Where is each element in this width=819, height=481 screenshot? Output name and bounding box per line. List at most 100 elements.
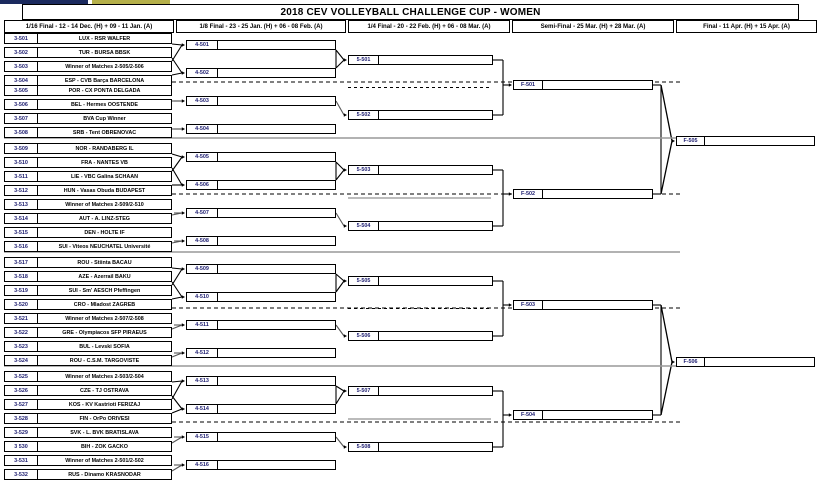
match-box-4-511[interactable]: 4-511	[186, 320, 336, 330]
match-box-4-508[interactable]: 4-508	[186, 236, 336, 246]
match-box-4-514[interactable]: 4-514	[186, 404, 336, 414]
match-code: F-503	[514, 301, 543, 309]
team-name	[218, 69, 335, 77]
match-box-5-508[interactable]: 5-508	[348, 442, 493, 452]
match-code: 4-503	[187, 97, 218, 105]
match-box-4-506[interactable]: 4-506	[186, 180, 336, 190]
match-box-F-501[interactable]: F-501	[513, 80, 653, 90]
team-name	[543, 301, 652, 309]
team-name: RUS - Dinamo KRASNODAR	[68, 471, 141, 478]
match-code: 4-510	[187, 293, 218, 301]
team-name	[218, 209, 335, 217]
team-name	[705, 137, 814, 145]
match-code: 3-523	[5, 342, 38, 351]
match-code: 4-505	[187, 153, 218, 161]
team-name: FRA - NANTES VB	[81, 159, 128, 166]
team-name: LUX - RSR WALFER	[78, 35, 131, 42]
match-box-4-515[interactable]: 4-515	[186, 432, 336, 442]
team-name: Winner of Matches 2-501/2-502	[65, 457, 144, 464]
match-code: 3-512	[5, 186, 38, 195]
match-box-5-505[interactable]: 5-505	[348, 276, 493, 286]
match-code: F-501	[514, 81, 543, 89]
match-box-5-504[interactable]: 5-504	[348, 221, 493, 231]
round-header-5: Final - 11 Apr. (H) + 15 Apr. (A)	[676, 20, 817, 33]
match-code: 5-504	[349, 222, 379, 230]
match-box-F-503[interactable]: F-503	[513, 300, 653, 310]
match-box-5-503[interactable]: 5-503	[348, 165, 493, 175]
match-code: 3-520	[5, 300, 38, 309]
match-code: F-502	[514, 190, 543, 198]
match-box-3-532[interactable]: 3-532 RUS - Dinamo KRASNODAR	[4, 469, 172, 480]
match-code: 3-513	[5, 200, 38, 209]
team-name: KOS - KV Kastrioti FERIZAJ	[68, 401, 141, 408]
match-code: 4-502	[187, 69, 218, 77]
match-box-5-502[interactable]: 5-502	[348, 110, 493, 120]
team-name	[379, 277, 492, 285]
team-name: Winner of Matches 2-503/2-504	[65, 373, 144, 380]
match-box-4-512[interactable]: 4-512	[186, 348, 336, 358]
match-code: 4-516	[187, 461, 218, 469]
team-name	[379, 332, 492, 340]
match-box-F-502[interactable]: F-502	[513, 189, 653, 199]
team-name	[218, 265, 335, 273]
match-box-F-506[interactable]: F-506	[676, 357, 815, 367]
match-box-F-505[interactable]: F-505	[676, 136, 815, 146]
match-box-5-501[interactable]: 5-501	[348, 55, 493, 65]
team-name	[379, 387, 492, 395]
match-code: 4-501	[187, 41, 218, 49]
round-header-label: 1/16 Final - 12 - 14 Dec. (H) + 09 - 11 …	[25, 23, 153, 30]
match-box-4-510[interactable]: 4-510	[186, 292, 336, 302]
match-box-4-507[interactable]: 4-507	[186, 208, 336, 218]
match-box-4-513[interactable]: 4-513	[186, 376, 336, 386]
match-box-4-516[interactable]: 4-516	[186, 460, 336, 470]
team-name: BEL - Hermes OOSTENDE	[70, 101, 138, 108]
match-code: 3-521	[5, 314, 38, 323]
match-box-5-506[interactable]: 5-506	[348, 331, 493, 341]
match-code: 4-514	[187, 405, 218, 413]
match-box-4-502[interactable]: 4-502	[186, 68, 336, 78]
match-box-4-509[interactable]: 4-509	[186, 264, 336, 274]
match-box-F-504[interactable]: F-504	[513, 410, 653, 420]
match-code: 4-504	[187, 125, 218, 133]
match-box-4-505[interactable]: 4-505	[186, 152, 336, 162]
match-box-4-504[interactable]: 4-504	[186, 124, 336, 134]
match-code: 5-505	[349, 277, 379, 285]
match-code: 3-532	[5, 470, 38, 479]
match-box-4-501[interactable]: 4-501	[186, 40, 336, 50]
team-name: BVA Cup Winner	[83, 115, 126, 122]
match-box-5-507[interactable]: 5-507	[348, 386, 493, 396]
round-header-label: Final - 11 Apr. (H) + 15 Apr. (A)	[703, 23, 790, 30]
team-name: AZE - Azerrail BAKU	[78, 273, 131, 280]
match-box-4-503[interactable]: 4-503	[186, 96, 336, 106]
